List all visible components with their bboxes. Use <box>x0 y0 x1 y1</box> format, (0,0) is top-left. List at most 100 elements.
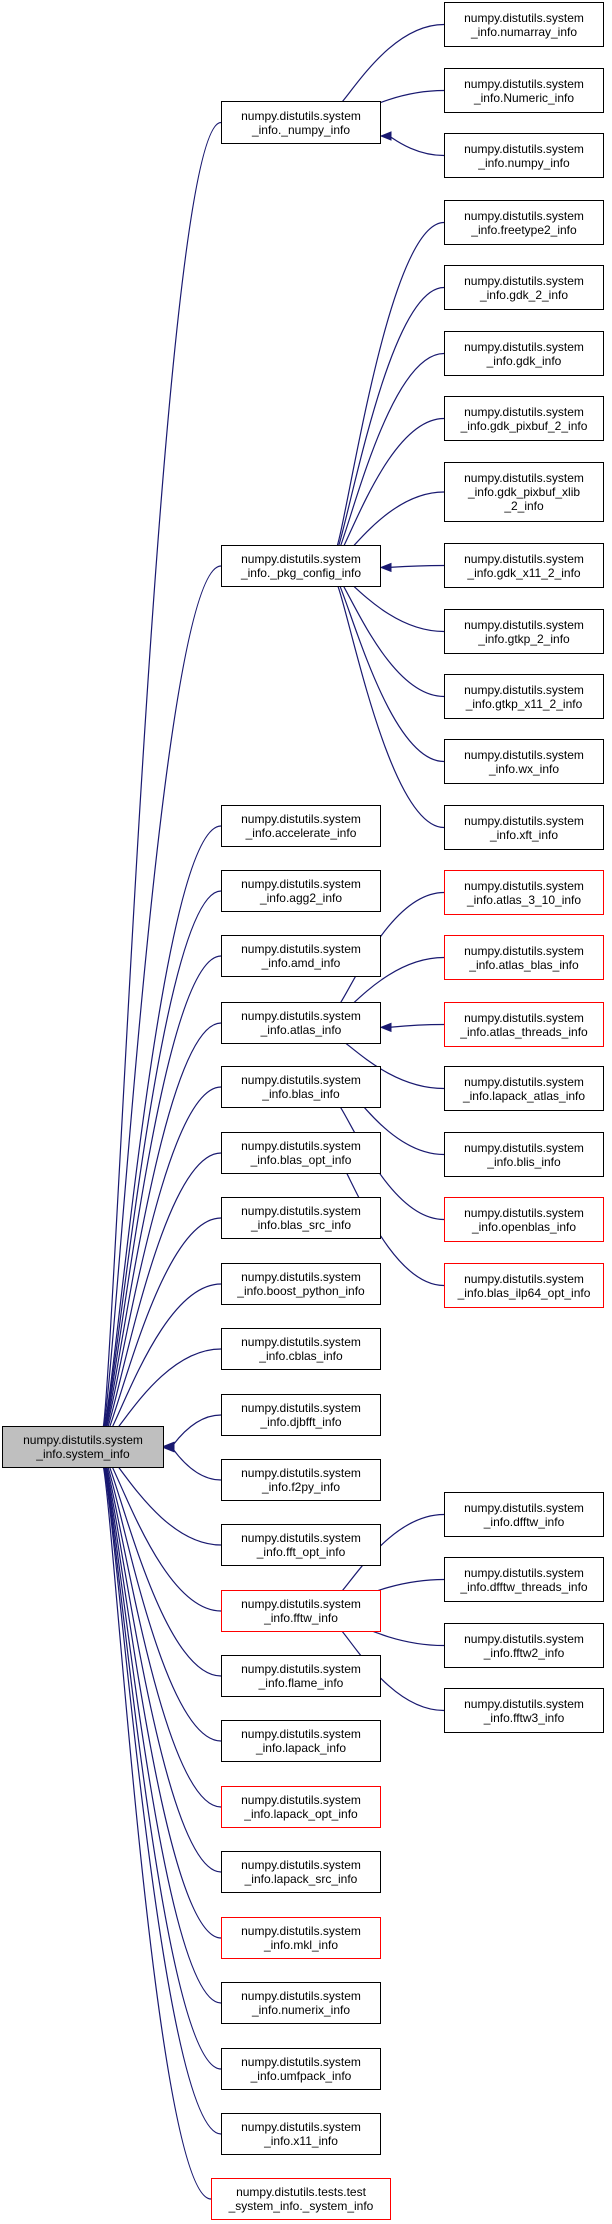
class-node-gdk-pixbuf-2[interactable]: numpy.distutils.system_info.gdk_pixbuf_2… <box>444 396 604 441</box>
class-node-pkg-config[interactable]: numpy.distutils.system_info._pkg_config_… <box>221 545 381 587</box>
class-node-label-line: numpy.distutils.system <box>241 1335 361 1349</box>
class-node-root: numpy.distutils.system_info.system_info <box>2 1426 164 1468</box>
class-node-label-line: numpy.distutils.system <box>464 1631 584 1646</box>
class-node-label-line: numpy.distutils.system <box>241 552 361 566</box>
class-node-openblas[interactable]: numpy.distutils.system_info.openblas_inf… <box>444 1197 604 1242</box>
class-node-amd[interactable]: numpy.distutils.system_info.amd_info <box>221 935 381 977</box>
class-node-label-line: numpy.distutils.system <box>464 878 584 893</box>
class-node-label-line: numpy.distutils.system <box>464 1565 584 1580</box>
class-node-label-line: numpy.distutils.system <box>464 1271 584 1286</box>
class-node-label-line: _info.freetype2_info <box>471 222 577 237</box>
class-node-dfftw[interactable]: numpy.distutils.system_info.dfftw_info <box>444 1492 604 1537</box>
class-node-fftw2[interactable]: numpy.distutils.system_info.fftw2_info <box>444 1623 604 1668</box>
class-node-label-line: _info.lapack_src_info <box>244 1872 358 1886</box>
class-node-blis[interactable]: numpy.distutils.system_info.blis_info <box>444 1132 604 1177</box>
class-node-test-system[interactable]: numpy.distutils.tests.test_system_info._… <box>211 2178 391 2220</box>
class-node-label-line: numpy.distutils.system <box>241 812 361 826</box>
class-node-blas-ilp64[interactable]: numpy.distutils.system_info.blas_ilp64_o… <box>444 1263 604 1308</box>
class-node-mkl[interactable]: numpy.distutils.system_info.mkl_info <box>221 1917 381 1959</box>
class-node-gdk-pixbuf-xlib[interactable]: numpy.distutils.system_info.gdk_pixbuf_x… <box>444 462 604 522</box>
class-node-label-line: _info.lapack_info <box>255 1741 347 1755</box>
inheritance-edge <box>101 565 222 1433</box>
class-node-dfftw-threads[interactable]: numpy.distutils.system_info.dfftw_thread… <box>444 1557 604 1602</box>
class-node-cblas[interactable]: numpy.distutils.system_info.cblas_info <box>221 1328 381 1370</box>
class-node-label-line: numpy.distutils.system <box>464 747 584 762</box>
class-node-flame[interactable]: numpy.distutils.system_info.flame_info <box>221 1655 381 1697</box>
class-node-label-line: _info.lapack_opt_info <box>244 1807 358 1821</box>
class-node-fft-opt[interactable]: numpy.distutils.system_info.fft_opt_info <box>221 1524 381 1566</box>
inheritance-edge <box>101 1086 222 1440</box>
class-node-lapack-src[interactable]: numpy.distutils.system_info.lapack_src_i… <box>221 1851 381 1893</box>
class-node-label-line: _system_info._system_info <box>228 2199 374 2213</box>
class-node-blas-src[interactable]: numpy.distutils.system_info.blas_src_inf… <box>221 1197 381 1239</box>
class-node-label-line: _info._numpy_info <box>251 122 351 137</box>
class-node-label-line: _info.accelerate_info <box>245 826 357 840</box>
class-node-label-line: numpy.distutils.system <box>464 10 584 25</box>
class-node-label-line: numpy.distutils.system <box>241 1204 361 1218</box>
class-node-label-line: numpy.distutils.system <box>464 273 584 288</box>
class-node-atlas-threads[interactable]: numpy.distutils.system_info.atlas_thread… <box>444 1002 604 1047</box>
class-node-label-line: numpy.distutils.system <box>241 1597 361 1611</box>
class-node-xft[interactable]: numpy.distutils.system_info.xft_info <box>444 805 604 850</box>
class-node-gdk-x11[interactable]: numpy.distutils.system_info.gdk_x11_2_in… <box>444 543 604 588</box>
edge-arrowhead <box>379 131 392 141</box>
inheritance-edge <box>101 1458 222 2004</box>
inheritance-edge <box>388 1023 445 1028</box>
class-node-boost-python[interactable]: numpy.distutils.system_info.boost_python… <box>221 1263 381 1305</box>
class-node-blas-opt[interactable]: numpy.distutils.system_info.blas_opt_inf… <box>221 1132 381 1174</box>
class-node-atlas-blas[interactable]: numpy.distutils.system_info.atlas_blas_i… <box>444 935 604 980</box>
class-node-fftw3[interactable]: numpy.distutils.system_info.fftw3_info <box>444 1688 604 1733</box>
class-node-label-line: numpy.distutils.system <box>241 1466 361 1480</box>
inheritance-edge <box>101 121 222 1431</box>
class-node-label-line: numpy.distutils.system <box>241 1009 361 1023</box>
inheritance-edge <box>333 575 445 763</box>
class-node-label-line: _info.fftw_info <box>264 1611 338 1625</box>
inheritance-edge <box>333 417 445 563</box>
class-node-label-line: numpy.distutils.system <box>23 1433 143 1447</box>
class-node-label-line: _info.x11_info <box>264 2134 338 2148</box>
class-node-djbfft[interactable]: numpy.distutils.system_info.djbfft_info <box>221 1394 381 1436</box>
class-node-x11[interactable]: numpy.distutils.system_info.x11_info <box>221 2113 381 2155</box>
class-node-lapack-atlas[interactable]: numpy.distutils.system_info.lapack_atlas… <box>444 1066 604 1111</box>
class-node-label-line: _info.djbfft_info <box>260 1415 342 1429</box>
class-node-gtkp-x11[interactable]: numpy.distutils.system_info.gtkp_x11_2_i… <box>444 674 604 719</box>
class-node-accelerate[interactable]: numpy.distutils.system_info.accelerate_i… <box>221 805 381 847</box>
class-node-label-line: _info.gdk_2_info <box>479 287 569 302</box>
edge-arrowhead <box>379 1022 392 1033</box>
class-node-fftw[interactable]: numpy.distutils.system_info.fftw_info <box>221 1590 381 1632</box>
class-node-label-line: _info.system_info <box>36 1447 130 1461</box>
class-node-label-line: _info.numerix_info <box>251 2003 351 2017</box>
class-node-agg2[interactable]: numpy.distutils.system_info.agg2_info <box>221 870 381 912</box>
class-node-numeric[interactable]: numpy.distutils.system_info.Numeric_info <box>444 68 604 113</box>
inheritance-edge <box>333 221 445 554</box>
class-node-lapack-opt[interactable]: numpy.distutils.system_info.lapack_opt_i… <box>221 1786 381 1828</box>
class-node-label-line: _info.agg2_info <box>259 891 343 905</box>
class-node-label-line: numpy.distutils.system <box>464 1205 584 1220</box>
inheritance-edge <box>101 1457 222 1939</box>
class-node-label-line: _info.wx_info <box>488 761 560 776</box>
class-node-wx[interactable]: numpy.distutils.system_info.wx_info <box>444 739 604 784</box>
class-node-atlas-3-10[interactable]: numpy.distutils.system_info.atlas_3_10_i… <box>444 870 604 915</box>
class-node-freetype2[interactable]: numpy.distutils.system_info.freetype2_in… <box>444 200 604 245</box>
class-node-label-line: numpy.distutils.system <box>241 2055 361 2069</box>
class-node-umfpack[interactable]: numpy.distutils.system_info.umfpack_info <box>221 2048 381 2090</box>
class-node-label-line: _info.Numeric_info <box>473 90 575 105</box>
class-node-numpy-info-base[interactable]: numpy.distutils.system_info._numpy_info <box>221 101 381 144</box>
class-node-lapack[interactable]: numpy.distutils.system_info.lapack_info <box>221 1720 381 1762</box>
class-node-gdk-2[interactable]: numpy.distutils.system_info.gdk_2_info <box>444 265 604 310</box>
class-node-label-line: _info.boost_python_info <box>237 1284 365 1298</box>
class-node-numpy-info[interactable]: numpy.distutils.system_info.numpy_info <box>444 133 604 178</box>
class-node-atlas[interactable]: numpy.distutils.system_info.atlas_info <box>221 1002 381 1044</box>
class-node-gdk[interactable]: numpy.distutils.system_info.gdk_info <box>444 331 604 376</box>
class-node-numerix[interactable]: numpy.distutils.system_info.numerix_info <box>221 1982 381 2024</box>
class-node-gtkp-2[interactable]: numpy.distutils.system_info.gtkp_2_info <box>444 609 604 654</box>
class-node-f2py[interactable]: numpy.distutils.system_info.f2py_info <box>221 1459 381 1501</box>
class-node-label-line: numpy.distutils.system <box>241 1139 361 1153</box>
class-node-label-line: numpy.distutils.system <box>241 2120 361 2134</box>
class-node-label-line: _info.blas_ilp64_opt_info <box>457 1285 591 1300</box>
inheritance-edge <box>101 1456 222 1873</box>
class-node-blas[interactable]: numpy.distutils.system_info.blas_info <box>221 1066 381 1108</box>
class-node-label-line: _info.cblas_info <box>259 1349 343 1363</box>
class-node-numarray[interactable]: numpy.distutils.system_info.numarray_inf… <box>444 2 604 47</box>
class-node-label-line: _info.flame_info <box>258 1676 344 1690</box>
